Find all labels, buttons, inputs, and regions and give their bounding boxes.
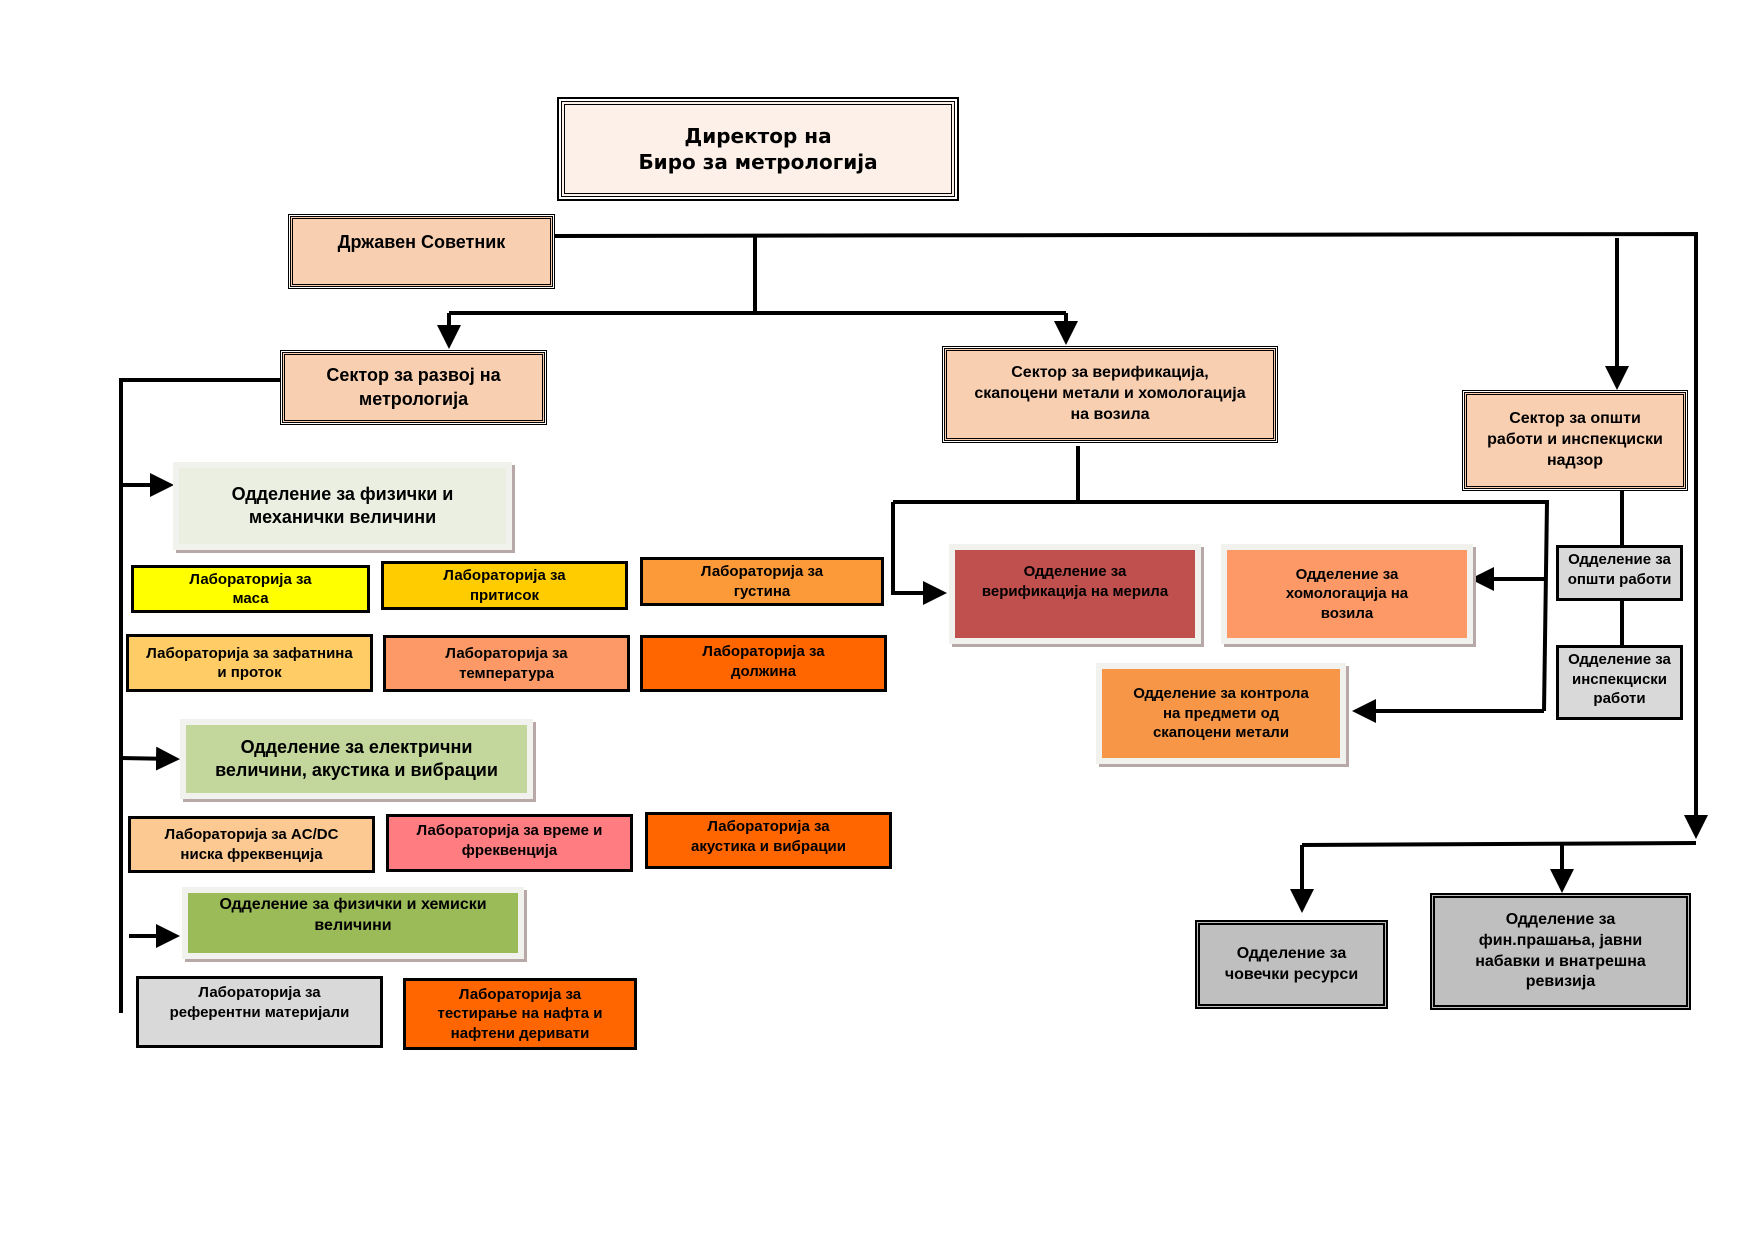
lab-label: Лабораторија за тестирање на нафта и наф…: [437, 985, 603, 1042]
state-advisor-box: Државен Советник: [288, 214, 555, 289]
department-label: Одделение за хомологација на возила: [1285, 565, 1409, 622]
department-label: Одделение за физички и хемиски величини: [219, 896, 487, 934]
connector-advisor-dept-bus: [1301, 841, 1697, 847]
department-label: Одделение за контрола на предмети од ска…: [1133, 685, 1309, 742]
department-precious-metals-control: Одделение за контрола на предмети од ска…: [1096, 663, 1346, 764]
sector-general-box: Сектор за општи работи и инспекциски над…: [1462, 390, 1688, 491]
lab-length: Лабораторија за должина: [640, 635, 887, 692]
lab-volume-flow: Лабораторија за зафатнина и проток: [126, 634, 373, 692]
department-label: Одделение за човечки ресурси: [1224, 944, 1359, 983]
department-finance-procurement: Одделение за фин.прашања, јавни набавки …: [1430, 893, 1691, 1010]
lab-label: Лабораторија за густина: [700, 563, 824, 600]
department-physical-chemical: Одделение за физички и хемиски величини: [182, 887, 524, 959]
lab-reference-materials: Лабораторија за референтни материјали: [136, 976, 383, 1048]
lab-label: Лабораторија за AC/DC ниска фреквенција: [164, 826, 339, 863]
sector-development-box: Сектор за развој на метрологија: [280, 350, 547, 425]
department-electrical-acoustics: Одделение за електрични величини, акусти…: [180, 719, 533, 799]
state-advisor-label: Државен Советник: [337, 232, 506, 252]
department-inspection: Одделение за инспекциски работи: [1556, 645, 1683, 720]
lab-mass: Лабораторија за маса: [131, 565, 370, 613]
department-physical-mechanical: Одделение за физички и механички величин…: [173, 462, 512, 550]
lab-density: Лабораторија за густина: [640, 557, 884, 606]
lab-label: Лабораторија за температура: [445, 645, 568, 682]
lab-acoustics-vibrations: Лабораторија за акустика и вибрации: [645, 812, 892, 869]
department-meter-verification: Одделение за верификација на мерила: [949, 544, 1201, 644]
sector-general-label: Сектор за општи работи и инспекциски над…: [1487, 410, 1663, 469]
department-human-resources: Одделение за човечки ресурси: [1195, 920, 1388, 1009]
department-label: Одделение за фин.прашања, јавни набавки …: [1475, 910, 1646, 991]
lab-label: Лабораторија за време и фреквенција: [416, 822, 603, 859]
lab-label: Лабораторија за референтни материјали: [169, 984, 350, 1021]
sector-development-label: Сектор за развој на метрологија: [326, 365, 501, 409]
connector-to-dept-2: [120, 746, 180, 771]
department-label: Одделение за општи работи: [1567, 551, 1672, 588]
lab-label: Лабораторија за должина: [702, 643, 825, 680]
lab-label: Лабораторија за акустика и вибрации: [690, 818, 846, 855]
department-label: Одделение за инспекциски работи: [1568, 651, 1671, 707]
lab-pressure: Лабораторија за притисок: [381, 561, 628, 610]
lab-acdc-low-frequency: Лабораторија за AC/DC ниска фреквенција: [128, 816, 375, 873]
director-box: Директор на Биро за метрологија: [561, 101, 955, 197]
department-general-affairs: Одделение за општи работи: [1556, 545, 1683, 601]
lab-temperature: Лабораторија за температура: [383, 635, 630, 692]
lab-oil-testing: Лабораторија за тестирање на нафта и наф…: [403, 978, 637, 1050]
department-vehicle-homologation: Одделение за хомологација на возила: [1221, 544, 1473, 644]
connector-to-verif-dept-1: [891, 502, 947, 605]
lab-time-frequency: Лабораторија за време и фреквенција: [386, 814, 633, 872]
director-label: Директор на Биро за метрологија: [638, 124, 878, 174]
department-label: Одделение за електрични величини, акусти…: [215, 736, 498, 780]
lab-label: Лабораторија за притисок: [443, 567, 566, 604]
sector-verification-box: Сектор за верификација, скапоцени метали…: [942, 346, 1278, 443]
department-label: Одделение за верификација на мерила: [981, 563, 1169, 600]
lab-label: Лабораторија за зафатнина и проток: [146, 644, 353, 682]
lab-label: Лабораторија за маса: [189, 570, 312, 608]
sector-verification-label: Сектор за верификација, скапоцени метали…: [974, 364, 1246, 423]
department-label: Одделение за физички и механички величин…: [231, 483, 454, 527]
